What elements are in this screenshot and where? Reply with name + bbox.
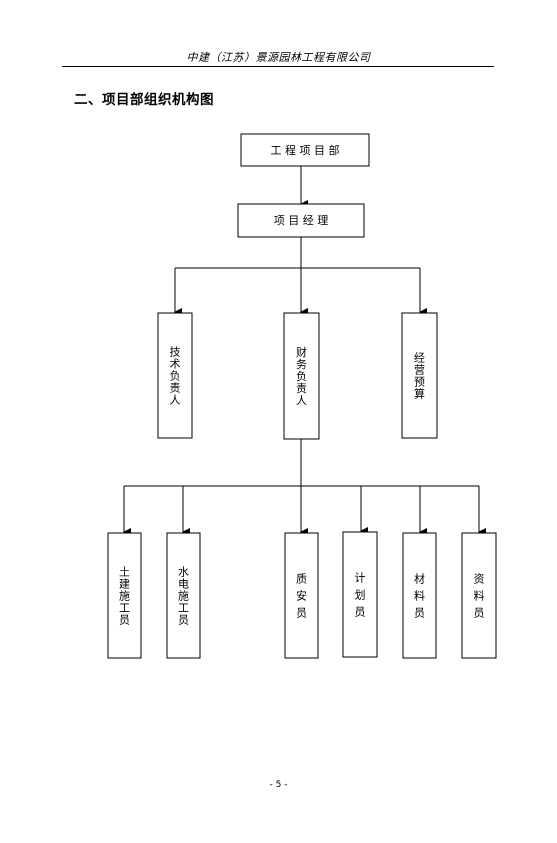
- node-level2-box: [157, 312, 193, 439]
- node-level2-box: [401, 312, 438, 439]
- node-level3-1: 水电施工员: [166, 532, 201, 659]
- node-level3-box: [284, 532, 319, 659]
- node-level2-0: 技术负责人: [157, 312, 193, 439]
- node-level3-box: [342, 531, 378, 658]
- header-rule: [62, 66, 494, 67]
- node-level3-box: [461, 532, 497, 659]
- node-level3-label: 资料员: [474, 573, 485, 620]
- node-level3-label: 材料员: [414, 572, 425, 620]
- node-project-manager-label: 项 目 经 理: [274, 214, 329, 227]
- node-level2-1: 财务负责人: [283, 312, 320, 440]
- page-header-company: 中建（江苏）景源园林工程有限公司: [186, 51, 371, 64]
- level2-nodes: 技术负责人 财务负责人 经营预算: [157, 312, 438, 440]
- node-project-department: 工 程 项 目 部: [240, 133, 370, 167]
- node-level3-label: 计划员: [355, 572, 366, 619]
- node-level3-0: 土建施工员: [107, 532, 142, 659]
- node-level3-2: 质安员: [284, 532, 319, 659]
- node-level3-5: 资料员: [461, 532, 497, 659]
- node-level2-box: [283, 312, 320, 440]
- node-level3-4: 材料员: [402, 532, 437, 659]
- node-project-department-label: 工 程 项 目 部: [271, 143, 340, 157]
- node-level3-label: 水电施工员: [178, 566, 189, 627]
- section-title: 二、项目部组织机构图: [74, 92, 214, 108]
- page-number: - 5 -: [269, 780, 288, 790]
- node-level2-label: 经营预算: [414, 352, 425, 401]
- node-level3-3: 计划员: [342, 531, 378, 658]
- node-level2-2: 经营预算: [401, 312, 438, 439]
- node-level3-box: [402, 532, 437, 659]
- node-level2-label: 财务负责人: [296, 345, 307, 407]
- node-level3-label: 土建施工员: [119, 566, 130, 627]
- node-level3-box: [166, 532, 201, 659]
- node-project-manager: 项 目 经 理: [237, 203, 365, 238]
- node-level2-label: 技术负责人: [170, 346, 181, 407]
- node-level3-box: [107, 532, 142, 659]
- level3-nodes: 土建施工员 水电施工员 质安员 计划员 材料员 资料员: [107, 531, 497, 659]
- node-level3-label: 质安员: [296, 573, 307, 620]
- connector-lines: [123, 166, 486, 536]
